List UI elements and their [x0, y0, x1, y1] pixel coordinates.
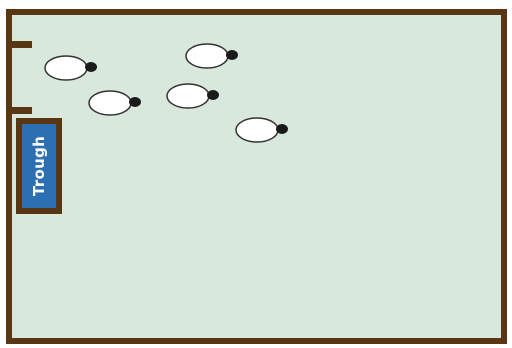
sheep-icon [235, 117, 288, 143]
sheep-icon [44, 55, 97, 81]
sheep-icon [88, 90, 141, 116]
trough-water: Trough [22, 124, 56, 208]
gate-post-top [12, 41, 32, 48]
trough: Trough [16, 118, 62, 214]
trough-label: Trough [30, 135, 48, 197]
sheep-3[interactable] [88, 88, 142, 118]
sheep-5[interactable] [235, 115, 289, 145]
sheep-icon [166, 83, 219, 109]
gate-post-bottom [12, 107, 32, 114]
sheep-4[interactable] [166, 81, 220, 111]
sheep-icon [185, 43, 238, 69]
sheep-1[interactable] [44, 53, 98, 83]
sheep-2[interactable] [185, 41, 239, 71]
